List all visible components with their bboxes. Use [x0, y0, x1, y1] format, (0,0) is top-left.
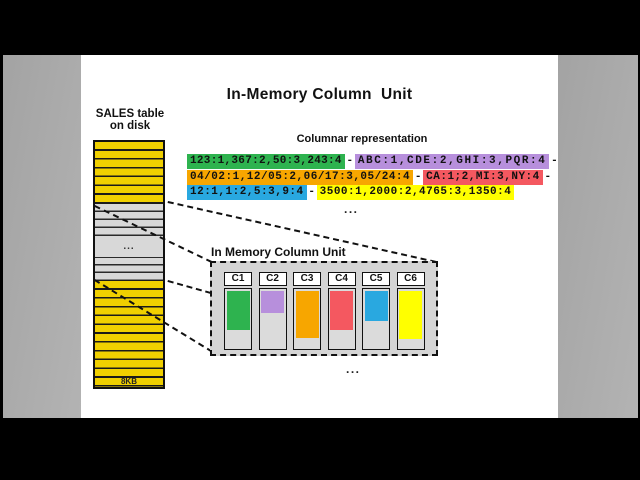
imcu-column-c6: C6 [396, 272, 425, 350]
imcu-column-body [362, 288, 390, 350]
imcu-column-fill [295, 290, 319, 338]
imcu-column-header: C6 [396, 272, 425, 286]
disk-table-title: SALES table on disk [88, 108, 172, 132]
disk-rows-yellow-top [95, 142, 163, 203]
imcu-column-header: C2 [258, 272, 287, 286]
imcu-column-fill [330, 290, 353, 331]
columnar-row-3: 12:1,1:2,5:3,9:4 - 3500:1,2000:2,4765:3,… [187, 185, 515, 200]
column-chip-c5: 12:1,1:2,5:3,9:4 [187, 185, 307, 200]
imcu-column-header: C4 [327, 272, 356, 286]
columnar-row-2: 04/02:1,12/05:2,06/17:3,05/24:4 - CA:1;2… [187, 169, 553, 185]
columnar-heading: Columnar representation [296, 133, 428, 145]
disk-table-title-line1: SALES table [95, 108, 165, 120]
disk-rows-gray-ellipsis: ... [95, 235, 163, 257]
imcu-column-c5: C5 [362, 272, 390, 350]
imcu-column-body [293, 288, 321, 350]
column-chip-c6: 3500:1,2000:2,4765:3,1350:4 [316, 185, 515, 200]
disk-table: ... 8KB [93, 140, 165, 389]
imcu-column-fill [226, 290, 250, 331]
imcu-column-fill [399, 290, 422, 339]
imcu-column-body [396, 288, 425, 350]
imcu-column-body [258, 288, 287, 350]
imcu-column-header: C1 [224, 272, 252, 286]
row-connector-dash: - [414, 170, 422, 183]
row-connector-dash: - [308, 186, 315, 198]
slide-title: In-Memory Column Unit [226, 86, 413, 103]
columnar-row-1: 123:1,367:2,50:3,243:4 - ABC:1,CDE:2,GHI… [187, 154, 559, 169]
left-gray-panel [3, 55, 81, 418]
column-chip-c1: 123:1,367:2,50:3,243:4 [187, 154, 345, 169]
disk-page-size-label: 8KB [120, 377, 137, 386]
disk-rows-gray-bottom [95, 257, 163, 280]
imcu-column-fill [261, 290, 284, 314]
imcu-column-c3: C3 [293, 272, 321, 350]
imcu-title: In Memory Column Unit [211, 245, 346, 259]
disk-rows-gray-top [95, 203, 163, 235]
disk-table-title-line2: on disk [109, 120, 151, 132]
column-chip-c3: 04/02:1,12/05:2,06/17:3,05/24:4 [187, 169, 414, 185]
row-connector-dash: - [544, 170, 552, 183]
disk-rows-yellow-bottom: 8KB [95, 280, 163, 387]
imcu-column-header: C5 [362, 272, 390, 286]
imcu-box: C1 C2 C3 C4 C5 [210, 261, 438, 356]
right-gray-panel [558, 55, 638, 418]
row-connector-dash: - [346, 155, 354, 167]
imcu-column-c4: C4 [327, 272, 356, 350]
imcu-column-c2: C2 [258, 272, 287, 350]
column-chip-c2: ABC:1,CDE:2,GHI:3,PQR:4 [354, 154, 550, 169]
disk-ellipsis: ... [123, 241, 135, 252]
row-connector-dash: - [551, 155, 558, 167]
imcu-column-fill [364, 290, 388, 322]
columnar-ellipsis: ... [344, 202, 359, 216]
column-chip-c4: CA:1;2,MI:3,NY:4 [423, 169, 543, 185]
imcu-column-c1: C1 [224, 272, 252, 350]
imcu-ellipsis: ... [346, 362, 361, 376]
imcu-column-body [224, 288, 252, 350]
imcu-column-header: C3 [293, 272, 321, 286]
imcu-column-body [327, 288, 356, 350]
